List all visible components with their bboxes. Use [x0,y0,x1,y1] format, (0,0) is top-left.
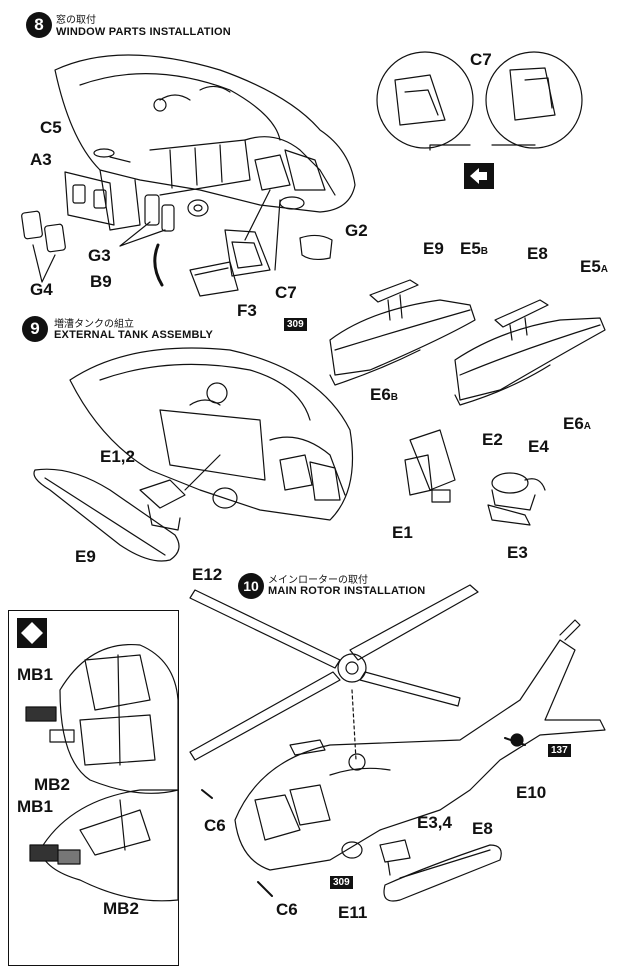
label-a3: A3 [30,150,52,169]
step-8-number: 8 [26,12,52,38]
part-a3 [64,171,115,226]
label-c7: C7 [275,283,297,302]
label-e9-tank: E9 [75,547,96,566]
leader-c7 [244,189,281,271]
label-mb2-a: MB2 [34,775,70,794]
label-e5b: E5B [460,239,489,258]
label-g4: G4 [30,280,53,299]
label-b9: B9 [90,272,112,291]
label-c7-top: C7 [470,50,492,69]
detail-inset-frame [8,610,179,966]
part-g2 [299,234,333,261]
label-e8-top: E8 [527,244,548,263]
part-c7 [224,229,271,277]
label-mb1-a: MB1 [17,665,53,684]
part-e34 [379,839,411,876]
part-e4-e3 [487,472,546,526]
part-e8-small [494,299,549,341]
label-g2: G2 [345,221,368,240]
part-g3 [119,194,175,247]
tank-e8 [383,844,502,902]
step-8-title-en: WINDOW PARTS INSTALLATION [56,26,231,38]
part-number-box-309-a: 309 [284,318,307,331]
label-e6a: E6A [563,414,592,433]
step-9-title-en: EXTERNAL TANK ASSEMBLY [54,329,214,341]
part-c6-lower [257,881,273,897]
part-e2-e1 [404,429,456,503]
part-f3 [189,261,239,297]
label-c5: C5 [40,118,62,137]
tank-e6a [454,317,606,406]
step-10-title-en: MAIN ROTOR INSTALLATION [268,585,426,597]
label-e1-2: E1,2 [100,447,135,466]
label-mb2-b: MB2 [103,899,139,918]
step-10-title-jp: メインローターの取付 [268,575,368,586]
part-number-box-309-b: 309 [330,876,353,889]
tank-e6b [329,299,476,386]
step-9-number: 9 [22,316,48,342]
label-f3: F3 [237,301,257,320]
rotor-blades [189,584,479,761]
part-b9 [153,243,164,287]
step10-fuselage-drawing [234,619,606,871]
inset-nose-side [29,789,179,902]
label-e5a: E5A [580,257,609,276]
detail-circles [376,51,583,151]
label-c6-a: C6 [204,816,226,835]
part-e9-small [369,279,419,321]
label-e10: E10 [516,783,547,802]
label-e9-top: E9 [423,239,444,258]
label-e6b: E6B [370,385,399,404]
part-c5 [93,148,131,163]
pylon-e12 [139,454,221,531]
tank-e9 [33,468,180,562]
label-e1: E1 [392,523,413,542]
label-mb1-b: MB1 [17,797,53,816]
step-9-title-jp: 増漕タンクの組立 [54,319,134,330]
part-g4 [21,210,66,283]
rotor-shaft-leader [351,689,357,761]
diamond-icon [17,618,47,648]
part-g2-window [279,196,305,210]
step-8-title-jp: 窓の取付 [56,15,96,26]
label-e2: E2 [482,430,503,449]
label-e3-4: E3,4 [417,813,452,832]
label-e11: E11 [338,903,368,922]
label-c6-b: C6 [276,900,298,919]
label-e3: E3 [507,543,528,562]
double-arrow-icon [464,163,494,189]
step-10-number: 10 [238,573,264,599]
part-number-box-137: 137 [548,744,571,757]
label-g3: G3 [88,246,111,265]
step8-fuselage-drawing [54,54,356,231]
label-e8: E8 [472,819,493,838]
part-c6-upper [201,789,213,799]
label-e12: E12 [192,565,223,584]
step9-fuselage-drawing [69,347,354,521]
label-e4: E4 [528,437,549,456]
